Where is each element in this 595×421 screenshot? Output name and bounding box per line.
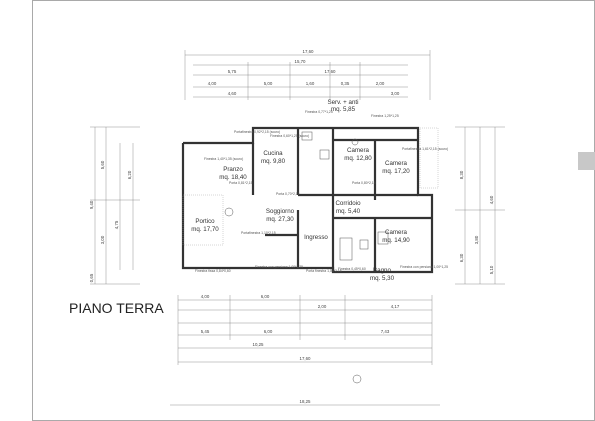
room-name-cucina: Cucina [263,150,283,157]
dim-bottom-1: 6,00 [261,294,270,299]
shower-icon [339,237,353,261]
dim-left-0: 9,40 [89,200,94,209]
dim-bottom-0: 4,00 [201,294,210,299]
room-name-camera-1: Camera [347,147,370,154]
dim-bottom-4: 5,45 [201,329,210,334]
dim-top-6: 1,60 [306,81,315,86]
room-area-camera-2: mq. 17,20 [382,168,410,175]
dim-bottom-8: 17,60 [300,356,312,361]
note-portafinestra: Portafinestra 1,10*2,15 [241,231,276,235]
note-finestra: Finestra 1,40*1,35 (scuro) [204,157,243,161]
sink-icon [319,149,330,160]
wc-icon [301,131,313,141]
bidet-icon [377,231,389,245]
room-area-bagno: mq. 5,30 [370,275,395,282]
compass-icon [224,207,234,217]
dim-top-4: 4,00 [208,81,217,86]
note-porta-finestra: Porta finestra 1,00*2,15 [306,269,342,273]
room-area-pranzo: mq. 18,40 [219,174,247,181]
room-name-servizi: Serv. + anti [327,99,358,106]
room-area-camera-1: mq. 12,80 [344,155,372,162]
toilet-icon [359,239,369,250]
page-frame [32,0,595,421]
room-area-servizi: mq. 5,85 [331,106,356,113]
note-porta: Porta 0,70*2,15 [276,192,300,196]
note-finestra: Finestra 1,25*1,25 [371,114,399,118]
building-walls [181,126,434,274]
dim-left-3: 4,75 [114,220,119,229]
dim-top-7: 0,35 [341,81,350,86]
dim-top-8: 2,00 [376,81,385,86]
dim-bottom-7: 10,25 [253,342,265,347]
room-name-pranzo: Pranzo [223,166,243,173]
dim-top-2: 5,75 [228,69,237,74]
dim-right-1: 3,80 [474,235,479,244]
room-name-soggiorno: Soggiorno [266,208,295,215]
opening-notes: Finestra 1,40*1,35 (scuro) Finestra 0,60… [195,110,448,273]
dim-bottom-5: 6,00 [264,329,273,334]
room-area-corridoio: mq. 5,40 [336,208,361,215]
dim-top-9: 4,60 [228,91,237,96]
page-title: PIANO TERRA [69,300,164,316]
dim-bottom-2: 4,17 [391,304,400,309]
dimension-chain-top: 17,60 15,70 5,75 17,60 4,00 5,00 1,60 0,… [184,49,431,100]
dim-right-2: 4,60 [489,195,494,204]
room-area-soggiorno: mq. 27,30 [266,216,294,223]
room-name-portico: Portico [195,218,215,225]
note-portafinestra: Portafinestra 0,92*2,15 (scuro) [234,130,280,134]
compass-icon [351,138,359,146]
dim-top-5: 5,00 [264,81,273,86]
room-name-bagno: Bagno [373,267,391,274]
dim-left-1: 5,60 [100,160,105,169]
dim-left-2: 3,00 [100,235,105,244]
dim-left-5: 0,65 [89,273,94,282]
note-finestra-persiana: Finestra con persiana 1,00*1,25 [400,265,448,269]
room-area-portico: mq. 17,70 [191,226,219,233]
note-finestra-fissa: Finestra fissa 0,84*0,60 [195,269,231,273]
note-finestra: Finestra 0,77*1,25 [305,110,333,114]
room-name-corridoio: Corridoio [335,200,361,207]
note-porta: Porta 0,80*2,15 [352,181,376,185]
dim-top-1: 15,70 [295,59,307,64]
room-name-ingresso: Ingresso [304,234,328,241]
note-finestra: Finestra 0,45*0,60 [338,267,366,271]
room-name-camera-3: Camera [385,229,408,236]
dim-right-0: 8,30 [459,170,464,179]
dim-right-4: 5,10 [489,265,494,274]
dim-top-10: 3,00 [391,91,400,96]
note-portafinestra: Portafinestra 1,61*2,15 (scuro) [402,147,448,151]
dim-left-4: 6,20 [127,170,132,179]
note-finestra-persiana: Finestra con persiana 1,00*1,25 [255,265,303,269]
dimension-chain-right: 8,30 3,80 4,60 6,30 5,10 [455,126,505,285]
dimension-chain-left: 9,40 5,60 3,00 4,75 6,20 0,65 [89,126,140,285]
room-area-cucina: mq. 9,80 [261,158,286,165]
fixtures [224,131,389,384]
dim-top-3: 17,60 [325,69,337,74]
dim-top-total: 17,60 [303,49,315,54]
dimension-chain-bottom: 4,00 6,00 4,17 2,00 5,45 6,00 7,43 10,25… [170,294,440,406]
note-finestra: Finestra 0,60*1,25 (scuro) [270,134,309,138]
page-tab-marker [578,152,595,170]
room-name-camera-2: Camera [385,160,408,167]
dim-bottom-6: 7,43 [381,329,390,334]
dim-bottom-9: 18,25 [300,399,312,404]
room-labels: Pranzo mq. 18,40 Cucina mq. 9,80 Serv. +… [191,99,410,282]
dim-right-3: 6,30 [459,253,464,262]
compass-icon [352,374,362,384]
room-area-camera-3: mq. 14,90 [382,237,410,244]
dim-bottom-3: 2,00 [318,304,327,309]
note-porta: Porta 0,81*2,15 [229,181,253,185]
portico-hatch [182,127,439,246]
